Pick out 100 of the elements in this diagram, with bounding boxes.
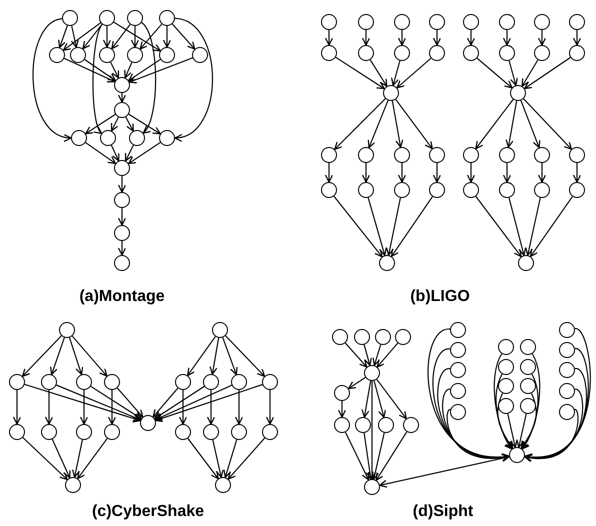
arrow	[376, 342, 398, 368]
arrow	[476, 58, 512, 88]
arrow	[508, 60, 518, 86]
arrow	[118, 208, 126, 226]
arrow	[128, 142, 161, 164]
arrow	[520, 100, 540, 148]
arrow	[572, 163, 582, 183]
arrow	[344, 342, 368, 368]
arrow	[128, 58, 161, 82]
arrow	[110, 62, 120, 78]
arrow	[524, 408, 578, 462]
arrow	[496, 374, 513, 450]
arrow	[364, 432, 374, 480]
panel-caption: (c)CyberShake	[92, 502, 204, 522]
arrow	[525, 198, 541, 256]
arrow	[524, 57, 571, 90]
arrow	[335, 56, 385, 90]
arrow	[432, 30, 442, 46]
arrow	[475, 196, 522, 258]
arrow	[12, 390, 22, 425]
arrow	[154, 384, 263, 422]
arrow	[497, 393, 514, 449]
arrow	[234, 390, 244, 425]
arrow	[391, 60, 400, 86]
arrow	[392, 100, 404, 148]
arrow	[516, 414, 527, 448]
arrow	[428, 328, 510, 460]
arrow	[522, 354, 540, 450]
arrow	[124, 62, 132, 78]
arrow	[172, 24, 196, 50]
arrow	[475, 99, 514, 150]
arrow	[152, 388, 178, 418]
arrow	[398, 30, 406, 46]
arrow	[116, 388, 144, 418]
arrow	[24, 384, 141, 422]
arrow	[154, 386, 205, 420]
arrow	[334, 196, 383, 258]
arrow	[572, 30, 582, 46]
arrow	[92, 24, 103, 134]
arrow	[376, 379, 407, 420]
arrow	[125, 116, 134, 132]
arrow	[395, 99, 433, 150]
arrow	[494, 354, 512, 450]
arrow	[141, 22, 156, 134]
arrow	[368, 100, 389, 148]
arrow	[442, 388, 510, 462]
arrow	[396, 58, 432, 88]
arrow	[502, 163, 512, 183]
arrow	[90, 386, 142, 420]
arrow	[524, 328, 591, 460]
arrow	[368, 198, 387, 256]
arrow	[118, 93, 126, 103]
arrow	[178, 390, 188, 425]
arrow	[124, 144, 134, 162]
arrow	[84, 59, 116, 82]
arrow	[206, 390, 216, 425]
arrow	[338, 401, 346, 418]
arrow	[530, 196, 573, 258]
arrow	[524, 388, 584, 462]
arrow	[162, 26, 172, 48]
arrow	[508, 198, 526, 256]
arrow	[223, 440, 238, 478]
arrow	[50, 337, 65, 376]
arrow	[228, 438, 266, 480]
arrow	[82, 24, 102, 50]
arrow	[72, 336, 108, 377]
arrow	[118, 176, 126, 193]
arrow	[364, 344, 372, 366]
arrow	[174, 18, 214, 141]
arrow	[212, 440, 224, 478]
arrow	[128, 114, 161, 134]
arrow	[522, 60, 538, 87]
arrow	[520, 393, 537, 449]
arrow	[368, 381, 376, 480]
arrow	[154, 384, 232, 421]
arrow	[62, 22, 101, 51]
arrow	[446, 408, 510, 462]
arrow	[521, 374, 538, 450]
arrow	[128, 57, 193, 84]
arrow	[58, 25, 68, 48]
arrow	[130, 26, 140, 48]
arrow	[187, 336, 216, 376]
arrow	[210, 338, 220, 375]
arrow	[371, 432, 385, 480]
arrow	[52, 439, 71, 478]
arrow	[110, 116, 119, 132]
arrow	[538, 30, 546, 46]
arrow	[466, 30, 476, 46]
arrow	[102, 26, 112, 48]
arrow	[374, 380, 386, 418]
arrow	[85, 114, 116, 134]
arrow	[432, 348, 510, 461]
arrow	[524, 348, 589, 461]
arrow	[432, 163, 442, 183]
arrow	[68, 337, 84, 375]
arrow	[72, 440, 83, 478]
arrow	[111, 24, 131, 50]
arrow	[266, 390, 274, 425]
panel-caption: (d)Sipht	[412, 502, 474, 522]
arrow	[64, 58, 116, 82]
